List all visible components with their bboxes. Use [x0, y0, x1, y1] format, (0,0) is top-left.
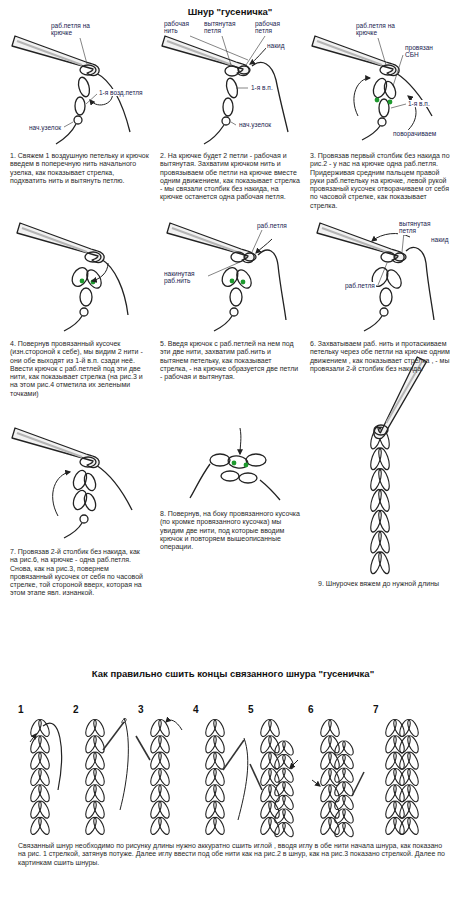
step-8-figure	[190, 428, 280, 500]
part-label: 1-я в.п.	[250, 84, 274, 91]
part-label: рабочая петля	[254, 20, 290, 35]
caption-text: 9. Шнурочек вяжем до нужной длины	[318, 580, 453, 588]
part-label: нач.узелок	[238, 121, 272, 128]
part-label: вытянутая петля	[203, 20, 239, 35]
part-label: раб.петля	[344, 282, 376, 289]
section-heading: Как правильно сшить концы связанного шну…	[3, 668, 460, 679]
title: Шнур "гусеничка"	[0, 6, 460, 17]
caption-text: 1. Свяжем 1 воздушную петельку и крючок …	[10, 152, 150, 185]
part-label: накид	[430, 236, 449, 243]
step-number: 1	[18, 704, 24, 715]
step-number: 7	[373, 704, 379, 715]
part-label: рабочая нить	[163, 20, 197, 35]
part-label: поворачиваем	[392, 130, 437, 137]
caption-text: 6. Захватываем раб. нить и протаскиваем …	[310, 340, 455, 373]
part-label: раб.петля	[256, 222, 288, 229]
step-number: 6	[308, 704, 314, 715]
sewing-figures	[29, 718, 421, 838]
step-7-figure	[12, 428, 132, 538]
part-label: раб.петля на крючке	[355, 22, 401, 37]
caption-text: 2. На крючке будет 2 петли - рабочая и в…	[160, 152, 300, 202]
part-label: 1-я в.п.	[407, 100, 431, 107]
step-4-figure	[17, 223, 128, 331]
part-label: 1-я возд.петля	[98, 89, 144, 96]
part-label: раб.петля на крючке	[50, 22, 98, 37]
part-label: накинутая раб.нить	[163, 270, 207, 285]
step-2-figure	[162, 36, 288, 144]
part-label: провязан СБН	[404, 44, 438, 59]
part-label: вытянутая петля	[398, 220, 434, 235]
part-label: накид	[266, 42, 285, 49]
part-label: нач.узелок	[28, 124, 62, 131]
step-number: 4	[193, 704, 199, 715]
caption-text: 4. Повернув провязанный кусочек (изн.сто…	[10, 340, 150, 398]
step-number: 2	[73, 704, 79, 715]
step-9-figure	[369, 352, 427, 576]
caption-text: 8. Повернув, на боку провязанного кусочк…	[160, 510, 300, 551]
step-number: 3	[138, 704, 144, 715]
step-6-figure	[317, 223, 434, 331]
caption-text: 7. Провязав 2-й столбик без накида, как …	[10, 548, 148, 598]
caption-text: 5. Введя крючок с раб.петлей на нем под …	[160, 340, 300, 381]
caption-text: 3. Провязав первый столбик без накида по…	[310, 152, 455, 210]
caption-text: Связанный шнур необходимо по рисунку дли…	[18, 842, 446, 867]
step-number: 5	[248, 704, 254, 715]
